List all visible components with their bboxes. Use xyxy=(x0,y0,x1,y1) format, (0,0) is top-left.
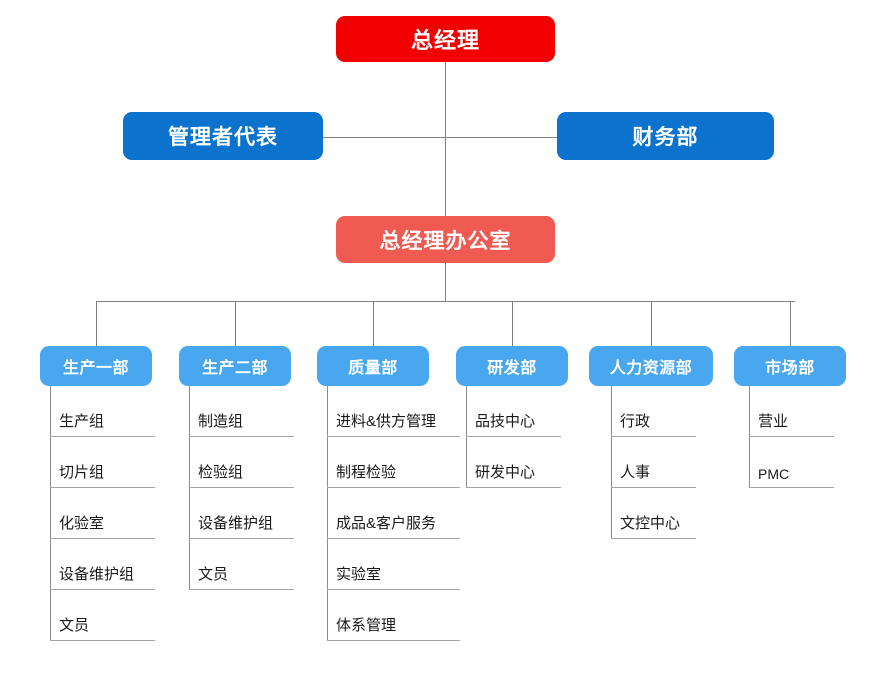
sub-item[interactable]: 制造组 xyxy=(189,386,294,437)
sub-item[interactable]: 营业 xyxy=(749,386,834,437)
sub-item[interactable]: 文员 xyxy=(50,590,155,641)
connector-department-bus xyxy=(96,301,795,302)
node-management-representative-label: 管理者代表 xyxy=(168,126,278,149)
sub-item[interactable]: 实验室 xyxy=(327,539,460,590)
sublist-spine xyxy=(327,386,328,641)
sub-item[interactable]: 行政 xyxy=(611,386,696,437)
sublist-spine xyxy=(611,386,612,539)
node-gm-office-label: 总经理办公室 xyxy=(379,229,512,253)
node-finance-department[interactable]: 财务部 xyxy=(557,112,774,160)
node-department-6[interactable]: 市场部 xyxy=(734,346,846,386)
node-gm-office[interactable]: 总经理办公室 xyxy=(336,216,555,263)
connector-second-row-crossbar xyxy=(323,137,558,138)
connector-drop-4 xyxy=(512,301,513,346)
node-department-6-label: 市场部 xyxy=(765,360,815,377)
node-management-representative[interactable]: 管理者代表 xyxy=(123,112,323,160)
node-department-3-label: 质量部 xyxy=(348,360,398,377)
sub-item[interactable]: 文控中心 xyxy=(611,488,696,539)
connector-drop-2 xyxy=(235,301,236,346)
connector-drop-1 xyxy=(96,301,97,346)
sublist-department-5: 行政人事文控中心 xyxy=(611,386,696,539)
node-department-5-label: 人力资源部 xyxy=(609,360,693,377)
sublist-spine xyxy=(50,386,51,641)
sub-item[interactable]: 人事 xyxy=(611,437,696,488)
sub-item[interactable]: 切片组 xyxy=(50,437,155,488)
node-ceo[interactable]: 总经理 xyxy=(336,16,555,62)
connector-drop-3 xyxy=(373,301,374,346)
node-ceo-label: 总经理 xyxy=(410,28,480,53)
sub-item[interactable]: 进料&供方管理 xyxy=(327,386,460,437)
connector-drop-5 xyxy=(651,301,652,346)
sublist-spine xyxy=(749,386,750,488)
sub-item[interactable]: 成品&客户服务 xyxy=(327,488,460,539)
sub-item[interactable]: 品技中心 xyxy=(466,386,561,437)
sublist-department-1: 生产组切片组化验室设备维护组文员 xyxy=(50,386,155,641)
connector-ceo-trunk xyxy=(445,61,446,216)
sublist-department-4: 品技中心研发中心 xyxy=(466,386,561,488)
node-department-4[interactable]: 研发部 xyxy=(456,346,568,386)
node-department-5[interactable]: 人力资源部 xyxy=(589,346,713,386)
sub-item[interactable]: 制程检验 xyxy=(327,437,460,488)
sub-item[interactable]: 研发中心 xyxy=(466,437,561,488)
sub-item[interactable]: PMC xyxy=(749,437,834,488)
node-department-2[interactable]: 生产二部 xyxy=(179,346,291,386)
sublist-spine xyxy=(466,386,467,488)
connector-drop-6 xyxy=(790,301,791,346)
node-department-1-label: 生产一部 xyxy=(62,360,129,377)
sub-item[interactable]: 文员 xyxy=(189,539,294,590)
sub-item[interactable]: 检验组 xyxy=(189,437,294,488)
node-department-2-label: 生产二部 xyxy=(201,360,268,377)
sub-item[interactable]: 化验室 xyxy=(50,488,155,539)
connector-office-trunk xyxy=(445,263,446,301)
node-department-3[interactable]: 质量部 xyxy=(317,346,429,386)
sub-item[interactable]: 生产组 xyxy=(50,386,155,437)
sublist-spine xyxy=(189,386,190,590)
node-department-4-label: 研发部 xyxy=(487,360,537,377)
node-department-1[interactable]: 生产一部 xyxy=(40,346,152,386)
sub-item[interactable]: 体系管理 xyxy=(327,590,460,641)
sublist-department-2: 制造组检验组设备维护组文员 xyxy=(189,386,294,590)
sub-item[interactable]: 设备维护组 xyxy=(50,539,155,590)
node-finance-department-label: 财务部 xyxy=(632,126,699,149)
sub-item[interactable]: 设备维护组 xyxy=(189,488,294,539)
sublist-department-3: 进料&供方管理制程检验成品&客户服务实验室体系管理 xyxy=(327,386,460,641)
